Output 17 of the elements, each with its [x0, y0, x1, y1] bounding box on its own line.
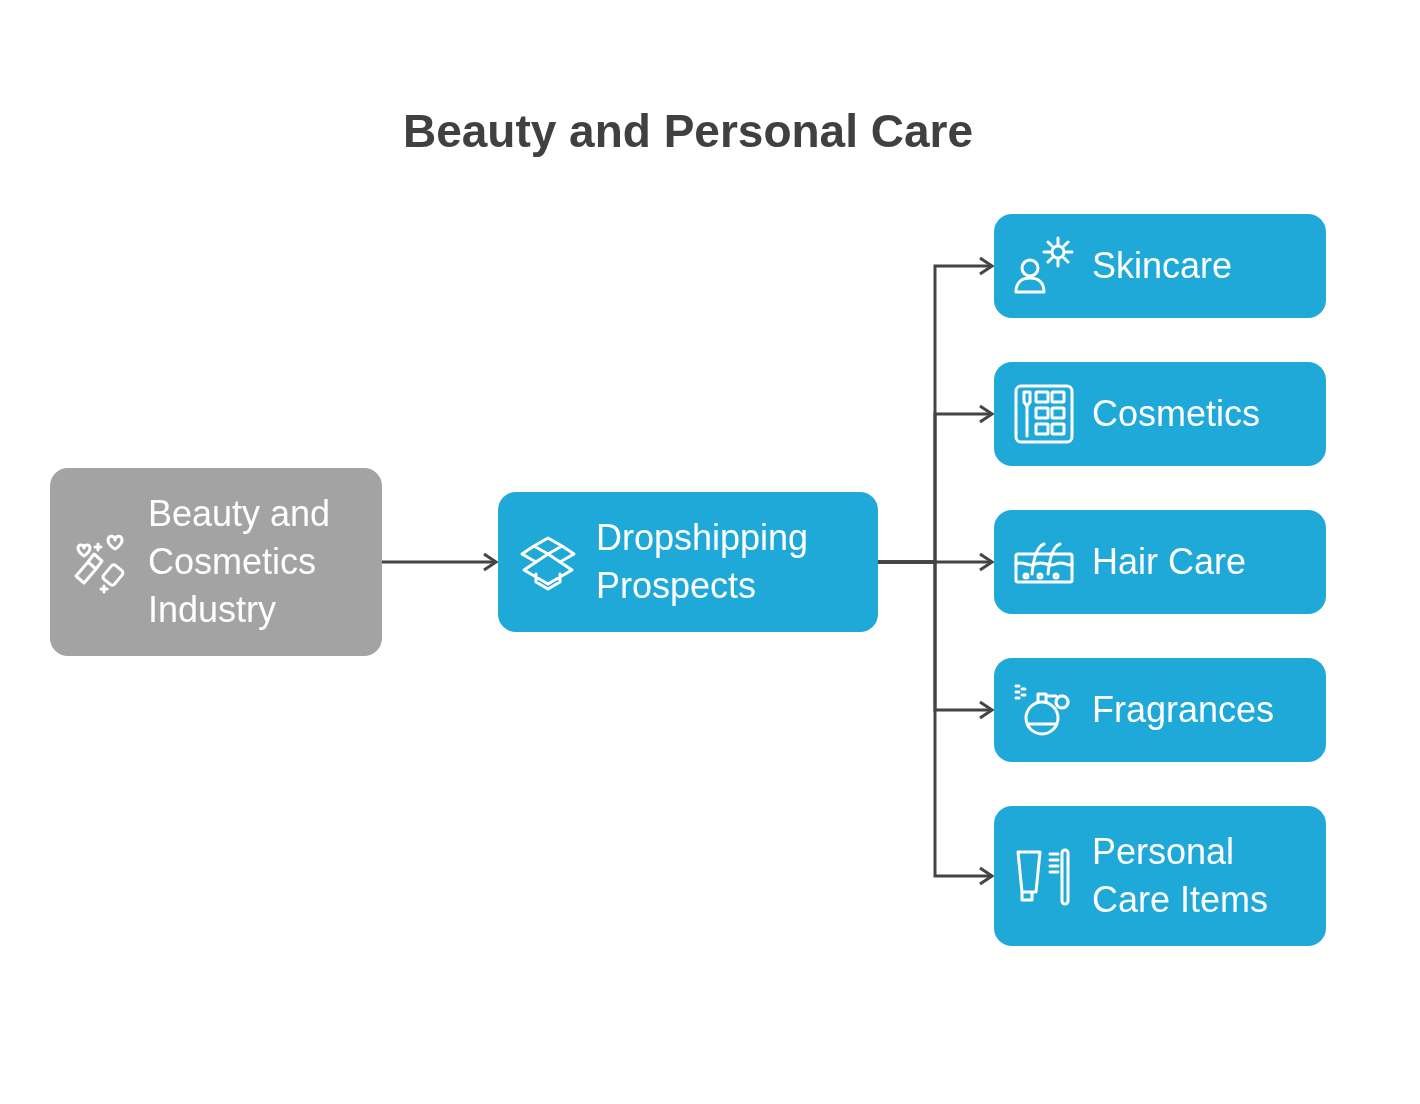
process-box	[498, 492, 878, 632]
node-label: Hair Care	[1092, 540, 1247, 584]
process-box	[994, 362, 1326, 466]
process-box	[994, 510, 1326, 614]
arrow	[878, 560, 994, 886]
arrow	[382, 552, 498, 572]
node-label: Cosmetics	[1092, 392, 1261, 436]
node-label: Skincare	[1092, 244, 1233, 288]
process-box	[994, 806, 1326, 946]
node-label: Beauty and Cosmetics Industry	[148, 492, 332, 632]
process-box	[50, 468, 382, 656]
node-label: Fragrances	[1092, 688, 1275, 732]
process-box	[994, 658, 1326, 762]
process-box	[994, 214, 1326, 318]
diagram-title: Beauty and Personal Care	[401, 104, 975, 158]
node-label: Dropshipping Prospects	[596, 516, 810, 608]
node-label: Personal Care Items	[1092, 830, 1270, 922]
